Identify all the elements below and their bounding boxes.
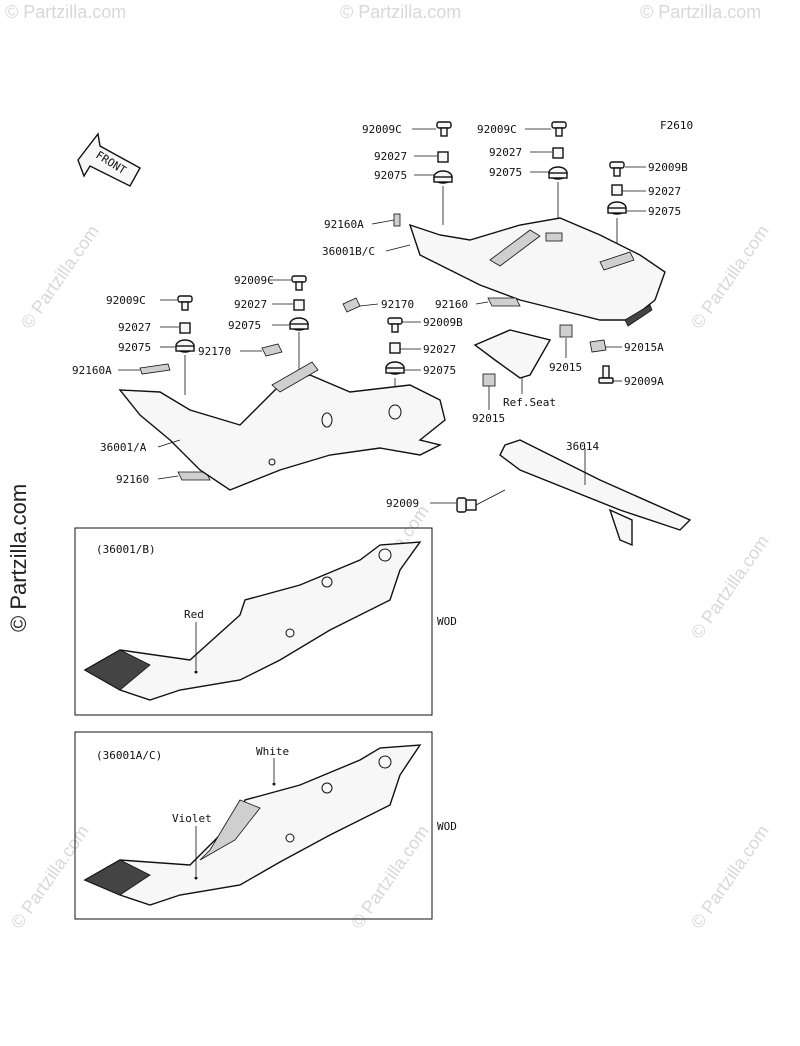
label-ref-seat: Ref.Seat [503, 396, 556, 409]
nut-92015a [589, 339, 607, 353]
watermark-tile: © Partzilla.com [687, 821, 773, 932]
label-92009c: 92009C [477, 123, 517, 136]
label-92027: 92027 [234, 298, 267, 311]
watermark-tile: © Partzilla.com [640, 2, 761, 22]
inset-36001b: (36001/B) Red [74, 527, 433, 716]
nut-92015-left [482, 373, 496, 387]
screw-92009-icon [456, 489, 506, 513]
label-92075: 92075 [489, 166, 522, 179]
hardware-stack-5 [175, 295, 195, 395]
hardware-stack-1 [433, 121, 453, 225]
watermark-tile: © Partzilla.com [7, 821, 93, 932]
side-copyright: © Partzilla.com [6, 484, 31, 632]
label-92075: 92075 [228, 319, 261, 332]
hardware-stack-3 [607, 161, 627, 255]
guard-36014 [499, 439, 692, 547]
pad-92160a-top [393, 213, 401, 227]
color-label-red: Red [184, 608, 204, 621]
seat-reference [473, 329, 552, 379]
region-code: WOD [437, 820, 457, 833]
label-92160a: 92160A [324, 218, 364, 231]
label-92009c: 92009C [362, 123, 402, 136]
label-92075: 92075 [423, 364, 456, 377]
figure-code: F2610 [660, 119, 693, 132]
leader-lines [118, 128, 646, 504]
label-36014: 36014 [566, 440, 599, 453]
label-92009c: 92009C [234, 274, 274, 287]
region-code: WOD [437, 615, 457, 628]
inset-code: (36001/B) [96, 543, 156, 556]
inset-36001ac: (36001A/C) White Violet [74, 731, 433, 920]
pad-92160-lower [177, 471, 211, 481]
watermark-tile: © Partzilla.com [687, 221, 773, 332]
watermark-tile: © Partzilla.com [687, 531, 773, 642]
label-92009a: 92009A [624, 375, 664, 388]
color-label-violet: Violet [172, 812, 212, 825]
label-92075: 92075 [118, 341, 151, 354]
pad-92160a-left [139, 363, 171, 375]
label-92027: 92027 [489, 146, 522, 159]
label-92170: 92170 [381, 298, 414, 311]
hardware-stack-2 [548, 121, 568, 232]
label-36001a: 36001/A [100, 441, 147, 454]
seat-cover-left [118, 361, 446, 491]
inset-code: (36001A/C) [96, 749, 162, 762]
clip-92170-lower [261, 343, 283, 357]
label-92160: 92160 [435, 298, 468, 311]
label-36001bc: 36001B/C [322, 245, 375, 258]
label-92015a: 92015A [624, 341, 664, 354]
seat-cover-right [408, 217, 666, 327]
watermark-tile: © Partzilla.com [347, 821, 433, 932]
hardware-stack-4 [289, 275, 309, 395]
watermark-tile: © Partzilla.com [5, 2, 126, 22]
label-92009: 92009 [386, 497, 419, 510]
watermark-tile: © Partzilla.com [17, 221, 103, 332]
part-labels: 92009C 92009C 92027 92027 92075 92075 92… [72, 123, 688, 510]
screw-92009a-icon [598, 365, 614, 384]
label-92160a: 92160A [72, 364, 112, 377]
label-92075: 92075 [648, 205, 681, 218]
label-92009b: 92009B [648, 161, 688, 174]
label-92075: 92075 [374, 169, 407, 182]
color-label-white: White [256, 745, 289, 758]
label-92027: 92027 [648, 185, 681, 198]
label-92027: 92027 [374, 150, 407, 163]
pad-92160-upper [487, 297, 521, 307]
label-92015: 92015 [549, 361, 582, 374]
label-92009b: 92009B [423, 316, 463, 329]
label-92027: 92027 [118, 321, 151, 334]
watermark-tile: © Partzilla.com [340, 2, 461, 22]
hardware-stack-6 [385, 317, 405, 410]
clip-92170-upper [342, 297, 361, 313]
label-92160: 92160 [116, 473, 149, 486]
label-92015: 92015 [472, 412, 505, 425]
front-arrow-icon: FRONT [77, 132, 141, 187]
nut-92015-right [559, 324, 573, 338]
label-92027: 92027 [423, 343, 456, 356]
label-92170: 92170 [198, 345, 231, 358]
label-92009c: 92009C [106, 294, 146, 307]
